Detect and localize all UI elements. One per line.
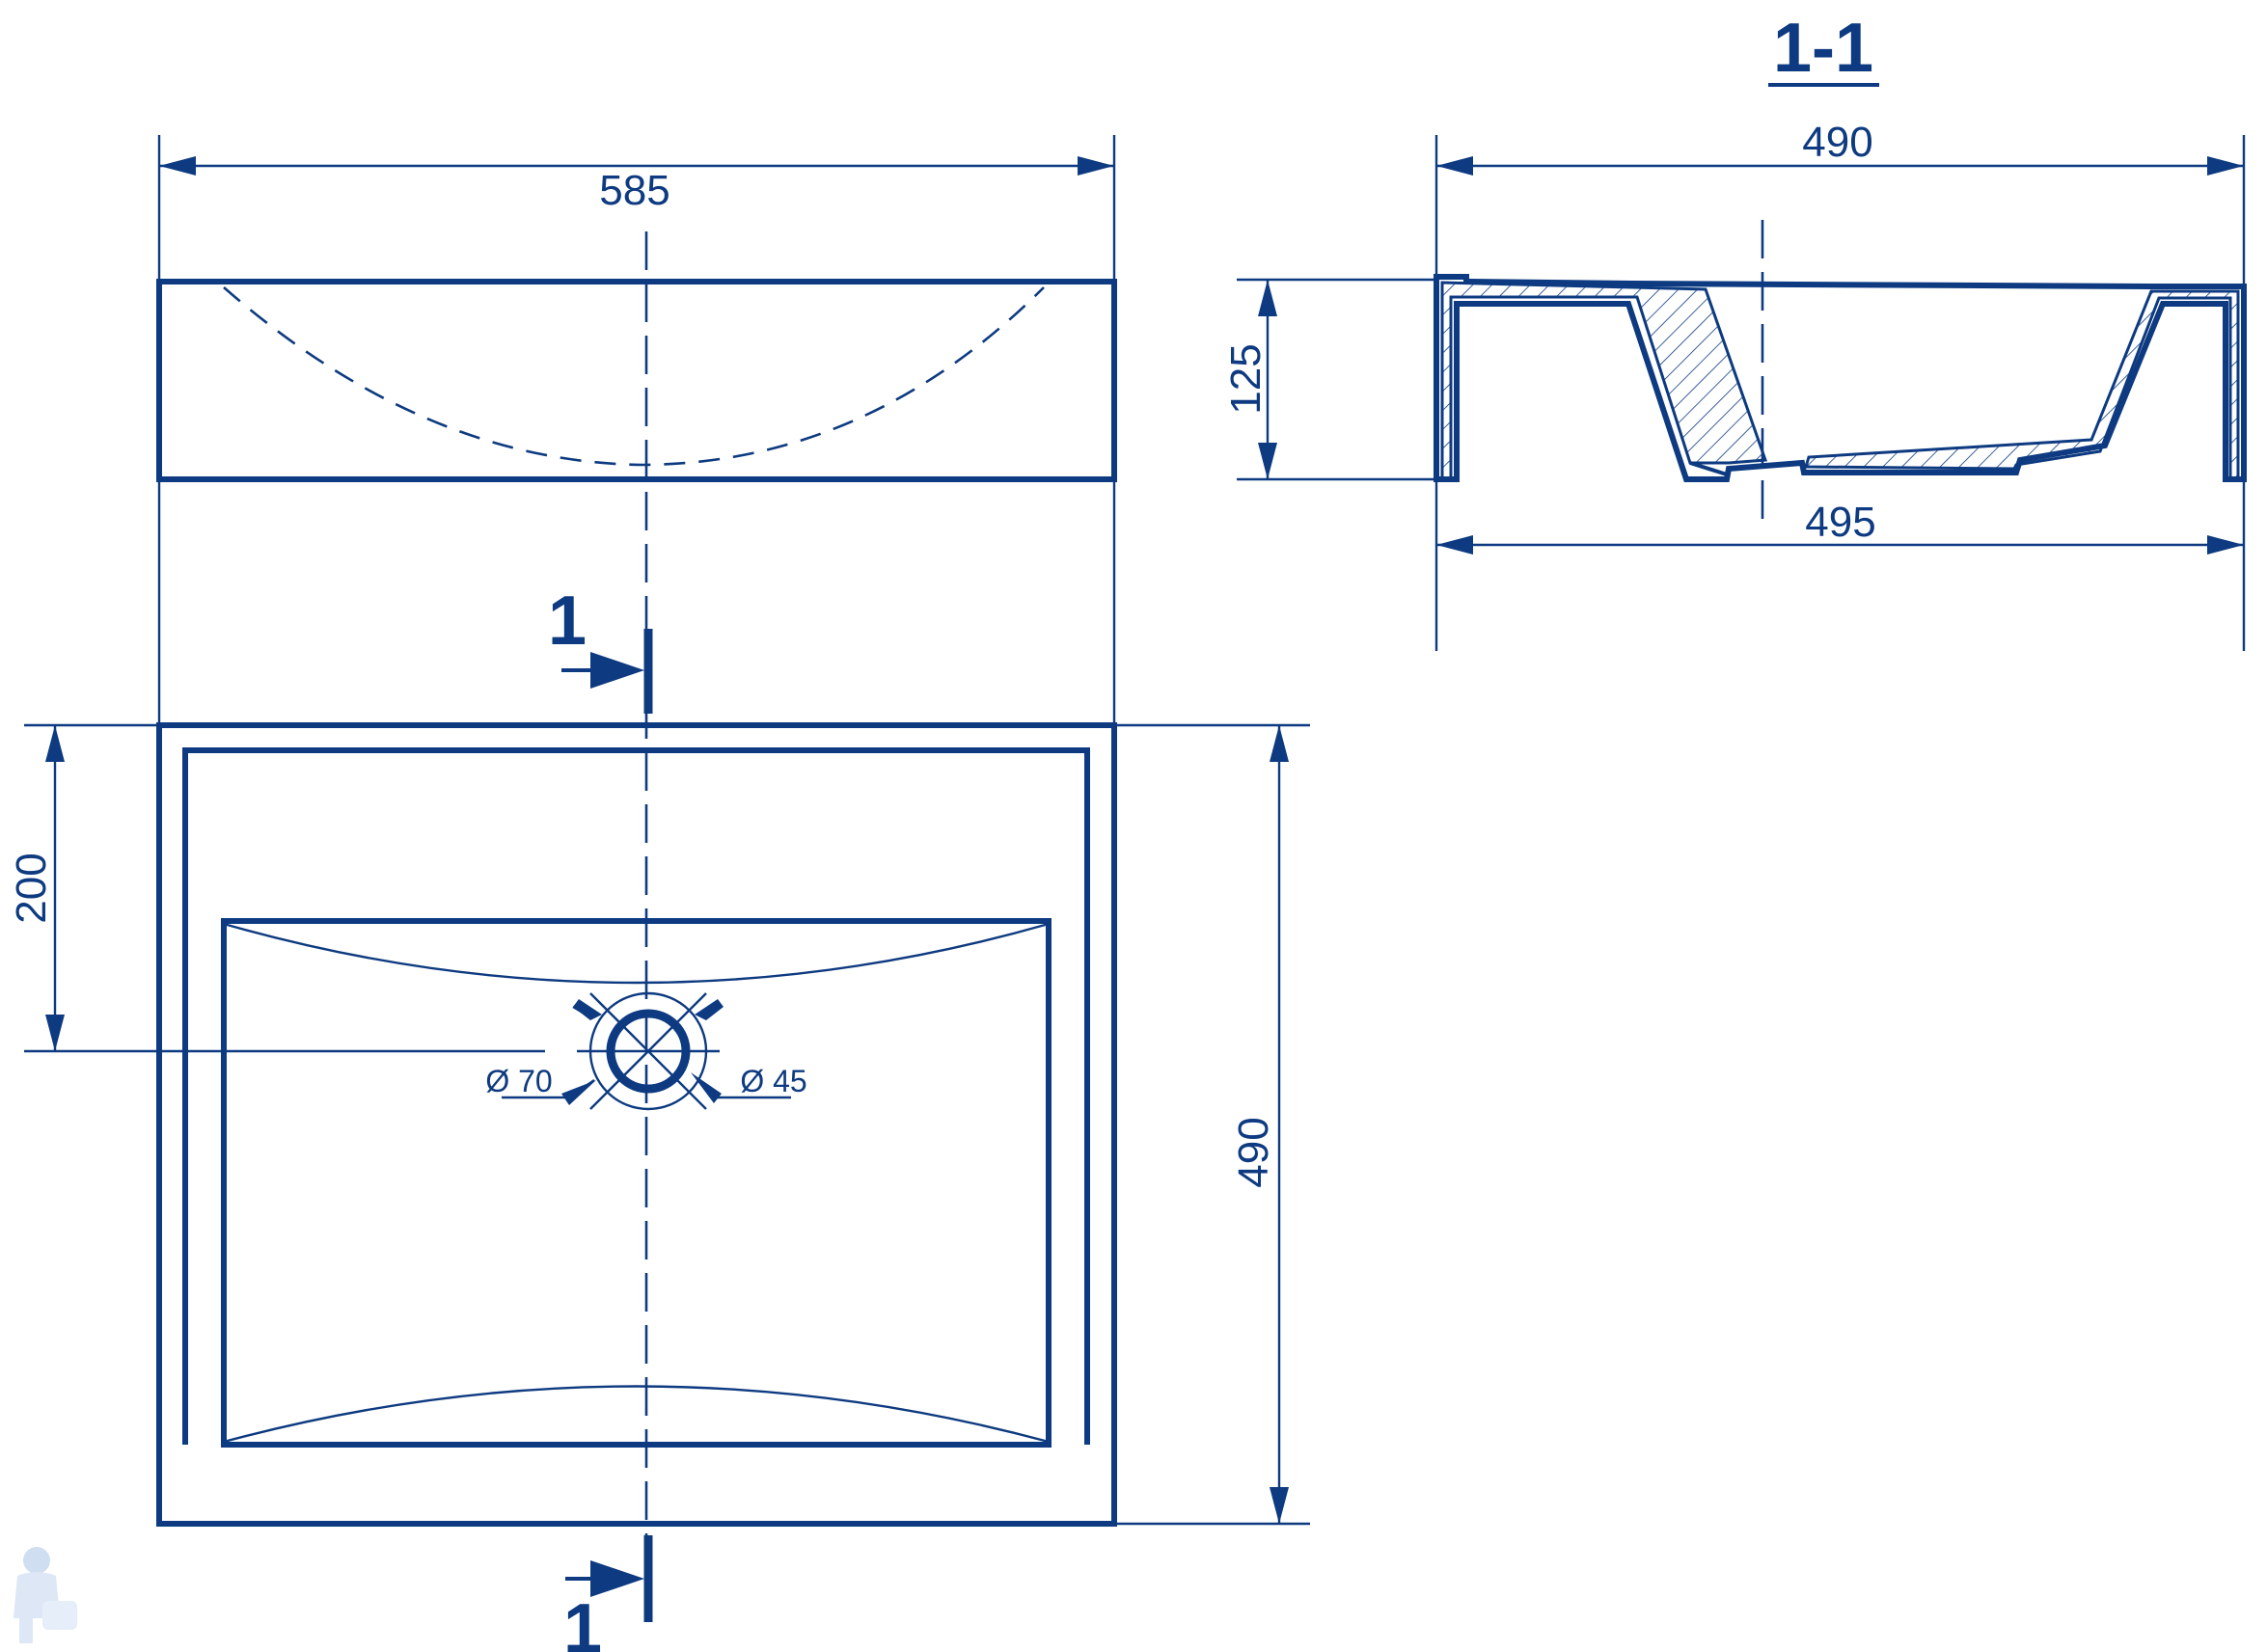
section-marker-bottom-label: 1 xyxy=(563,1590,602,1652)
dimension-top-width: 585 xyxy=(157,135,1116,723)
section-outer-outline xyxy=(1434,274,2247,482)
section-title: 1-1 xyxy=(1773,10,1873,87)
drain-inner-diameter-label: Ø 45 xyxy=(740,1064,806,1098)
section-marker-top-label: 1 xyxy=(548,582,587,660)
drain: Ø 70 Ø 45 xyxy=(485,991,807,1111)
dimension-585-label: 585 xyxy=(599,167,669,214)
plan-bowl-lower-curve xyxy=(223,1385,1050,1444)
dimension-section-top-width: 490 xyxy=(1434,119,2246,651)
section-marker-top: 1 xyxy=(548,582,653,714)
dimension-495-label: 495 xyxy=(1805,499,1875,546)
dimension-200-label: 200 xyxy=(8,853,55,923)
plan-bowl-upper-curve xyxy=(223,922,1050,985)
dimension-section-height: 125 xyxy=(1222,278,1436,481)
dimension-plan-depth: 490 xyxy=(1114,723,1310,1526)
plan-bowl-outline xyxy=(221,918,1052,1448)
dimension-drain-offset: 200 xyxy=(8,723,545,1053)
front-view-body xyxy=(156,279,1117,482)
section-view: 1-1 xyxy=(1434,10,2247,482)
dimension-490-plan-label: 490 xyxy=(1230,1117,1277,1187)
front-view xyxy=(156,279,1117,482)
drain-outer-diameter-label: Ø 70 xyxy=(485,1064,552,1098)
front-view-bowl-hidden-line xyxy=(223,286,1045,467)
dimension-125-label: 125 xyxy=(1222,343,1270,414)
plan-outer-outline xyxy=(156,722,1117,1527)
plan-rim-outline xyxy=(182,747,1090,1445)
section-hatched-wall xyxy=(1440,281,1768,481)
dimension-490-section-label: 490 xyxy=(1802,119,1872,166)
dimension-section-bottom-width: 495 xyxy=(1436,499,2244,555)
plumber-logo-icon xyxy=(14,1547,77,1643)
section-marker-bottom: 1 xyxy=(563,1535,653,1652)
plan-view xyxy=(156,722,1117,1527)
